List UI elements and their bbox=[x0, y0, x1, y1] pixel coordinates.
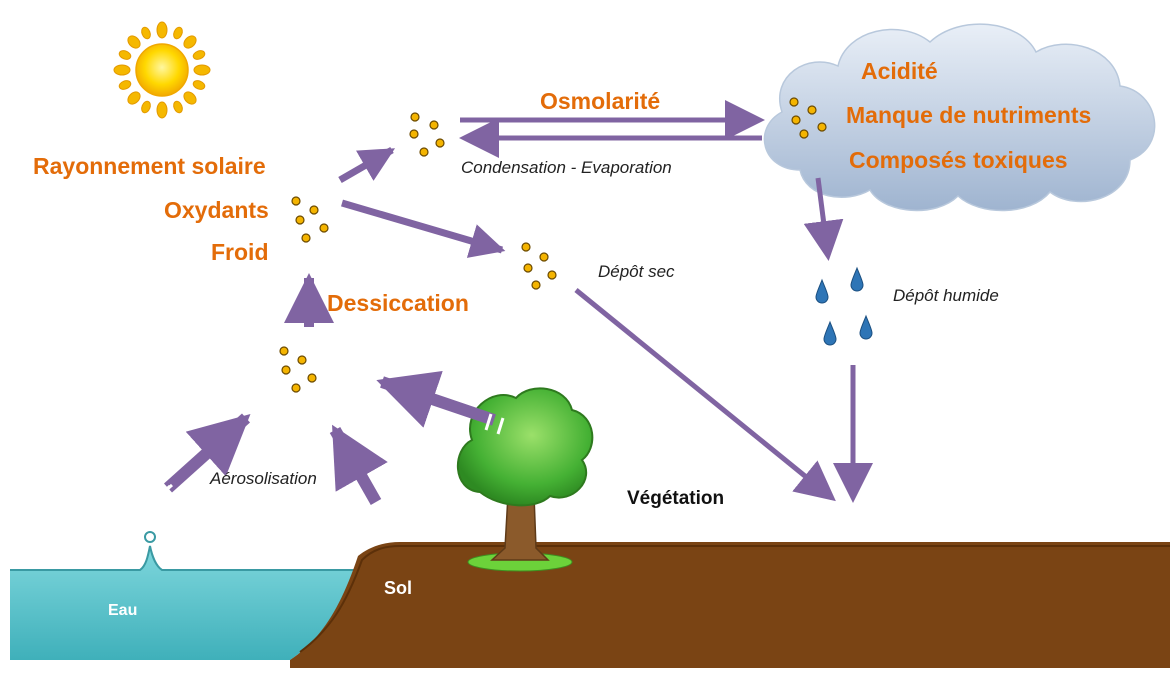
arrow-aerosolisation-water bbox=[163, 413, 251, 493]
sun-icon bbox=[113, 21, 211, 119]
particle-cluster-icon bbox=[789, 97, 827, 139]
label-dessiccation: Dessiccation bbox=[327, 290, 469, 316]
label-depot-sec: Dépôt sec bbox=[598, 262, 675, 281]
particle-cluster-icon bbox=[291, 196, 329, 243]
particle-cluster-icon bbox=[521, 242, 557, 290]
label-composes-toxiques: Composés toxiques bbox=[849, 147, 1068, 173]
water-droplet-icon bbox=[823, 320, 837, 346]
label-depot-humide: Dépôt humide bbox=[893, 286, 999, 305]
label-sol: Sol bbox=[384, 578, 413, 598]
label-manque-de-nutriments: Manque de nutriments bbox=[846, 102, 1092, 128]
label-vegetation: Végétation bbox=[627, 488, 725, 509]
arrow-vegetation-emission bbox=[376, 370, 496, 428]
arrow-depot-sec bbox=[574, 288, 836, 502]
particle-cluster-icon bbox=[409, 112, 445, 157]
label-rayonnement-solaire: Rayonnement solaire bbox=[33, 153, 266, 179]
label-acidite: Acidité bbox=[861, 58, 938, 84]
arrow-ascent bbox=[338, 146, 396, 184]
arrow-cloud-rain bbox=[803, 177, 844, 261]
water-droplet-icon bbox=[144, 531, 156, 543]
cloud-icon bbox=[763, 23, 1156, 212]
label-aerosolisation: Aérosolisation bbox=[210, 469, 317, 488]
water-droplet-icon bbox=[815, 278, 829, 304]
arrow-to-dry-deposit bbox=[341, 199, 506, 258]
label-eau: Eau bbox=[108, 602, 138, 619]
soil-ground bbox=[290, 542, 1170, 668]
label-oxydants: Oxydants bbox=[164, 197, 269, 223]
water-droplet-icon bbox=[850, 266, 864, 292]
arrows bbox=[160, 100, 873, 505]
label-froid: Froid bbox=[211, 239, 269, 265]
particle-clusters bbox=[279, 97, 827, 393]
water-droplet-icon bbox=[859, 314, 873, 340]
rain-droplets bbox=[815, 266, 873, 346]
particle-cluster-icon bbox=[279, 346, 317, 393]
arrow-aerosolisation-soil bbox=[329, 424, 388, 505]
label-condensation-evaporation: Condensation - Evaporation bbox=[461, 158, 672, 177]
label-osmolarite: Osmolarité bbox=[540, 88, 661, 114]
water-body bbox=[10, 531, 356, 660]
arrow-tail-dashes bbox=[154, 413, 505, 526]
